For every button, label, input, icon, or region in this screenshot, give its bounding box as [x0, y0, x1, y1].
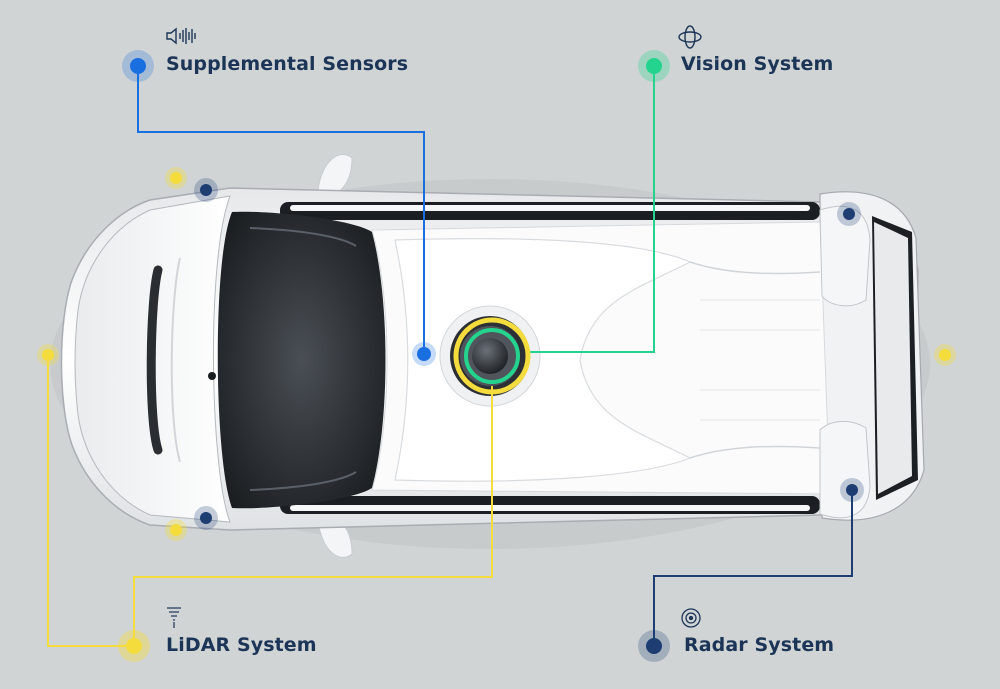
- orbit-eye-icon: [678, 25, 702, 49]
- supplemental-sensors-label: Supplemental Sensors: [166, 53, 409, 75]
- supplemental-bullet: [122, 50, 154, 82]
- lidar-marker-front-top: [165, 167, 187, 189]
- vision-connector: [526, 66, 655, 353]
- lidar-marker-front-center: [37, 344, 59, 366]
- supplemental-sensor-marker: [412, 342, 436, 366]
- supplemental-connector: [137, 66, 425, 354]
- vehicle: [50, 154, 930, 558]
- vision-bullet: [638, 50, 670, 82]
- radar-marker-rear-top: [837, 202, 861, 226]
- radar-marker-front-bottom: [194, 506, 218, 530]
- lidar-bullet: [118, 630, 150, 662]
- lidar-marker-rear-center: [934, 344, 956, 366]
- vision-camera-ring: [453, 317, 531, 395]
- signal-tower-icon: [167, 607, 181, 628]
- radar-target-icon: [681, 608, 701, 628]
- radar-connector: [653, 492, 853, 646]
- lidar-connector-front: [47, 355, 134, 647]
- radar-bullet: [638, 630, 670, 662]
- radar-system-label: Radar System: [684, 634, 835, 656]
- lidar-system-label: LiDAR System: [166, 634, 317, 656]
- vision-system-label: Vision System: [681, 53, 834, 75]
- radar-marker-front-top: [194, 178, 218, 202]
- lidar-connector-dome: [133, 386, 493, 646]
- radar-marker-rear-bottom: [840, 478, 864, 502]
- lidar-marker-front-bottom: [165, 519, 187, 541]
- speaker-soundwave-icon: [166, 27, 196, 45]
